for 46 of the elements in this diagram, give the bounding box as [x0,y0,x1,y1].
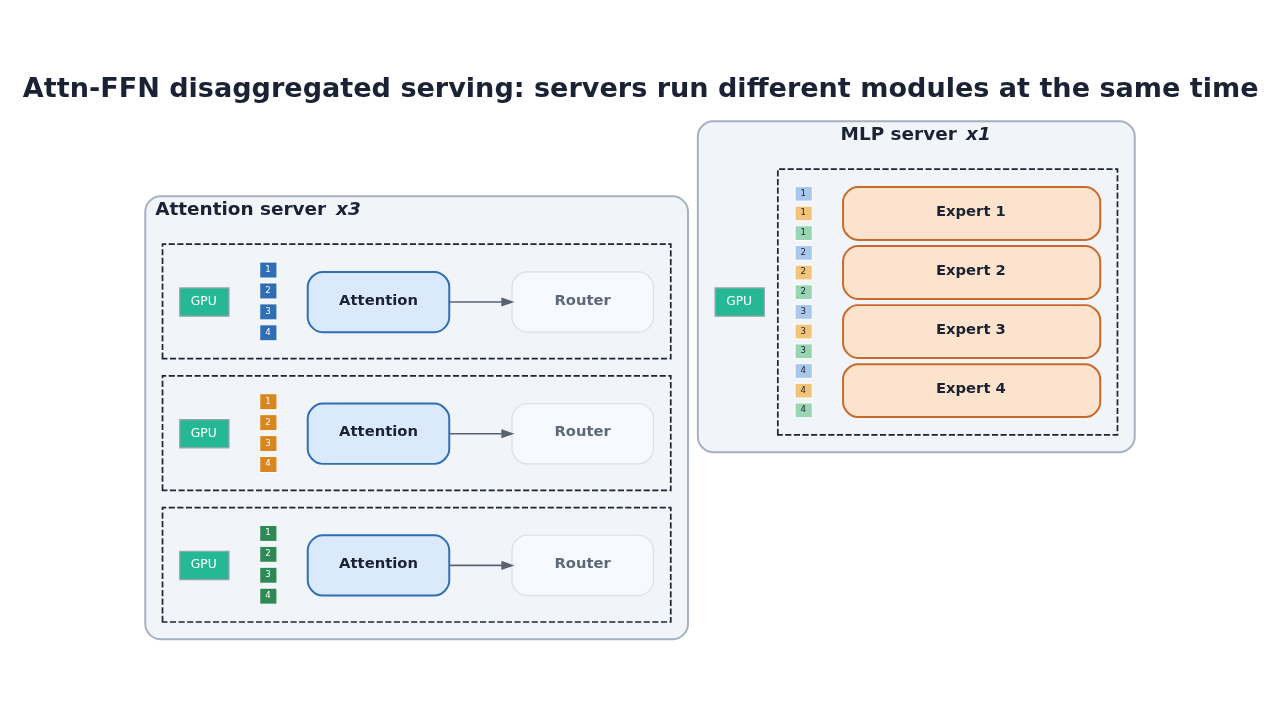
node-box: GPU [179,286,230,317]
arrow [448,296,515,307]
cluster [161,242,672,359]
cluster [161,506,672,623]
node-box: GPU [714,286,765,317]
node-box: 1 [259,392,278,410]
node-box: GPU [179,418,230,448]
node-box: 1 [259,261,278,279]
node-box: 4 [794,362,813,379]
node-box: 4 [259,587,278,605]
node-box: 2 [259,545,278,563]
node-box: Expert 1 [842,185,1102,241]
node-box: Expert 4 [842,362,1102,418]
node-box: 3 [259,566,278,584]
node-box: 1 [794,224,813,241]
node-box: 3 [794,323,813,339]
arrow [448,560,515,570]
node-box: 4 [794,401,813,418]
node-box: 3 [794,303,813,320]
node-box: 1 [794,185,813,202]
node-box: 2 [259,413,278,431]
cluster [776,167,1119,436]
node-box: Attention [306,270,451,333]
node-box: 2 [794,264,813,280]
node-box: 3 [794,342,813,359]
node-box: 1 [794,205,813,221]
node-box: 2 [259,282,278,299]
diagram-title: Attn-FFN disaggregated serving: servers run different modules at the same time [22,71,1259,103]
node-box: 4 [259,455,278,473]
node-box: 3 [259,434,278,452]
node-box: 2 [794,283,813,300]
node-box: Attention [306,402,451,465]
node-box: 4 [794,382,813,398]
node-box: GPU [179,550,230,580]
node-box: Router [511,270,655,333]
node-box: Router [511,534,655,596]
node-box: Expert 3 [842,303,1102,359]
node-box: Attention [306,533,451,597]
cluster [161,374,672,491]
node-box: 2 [794,244,813,261]
arrow [448,428,515,438]
node-box: 3 [259,302,278,320]
node-box: 4 [259,323,278,341]
node-box: Expert 2 [842,244,1102,300]
node-box: Router [511,402,655,464]
node-box: 1 [259,524,278,542]
